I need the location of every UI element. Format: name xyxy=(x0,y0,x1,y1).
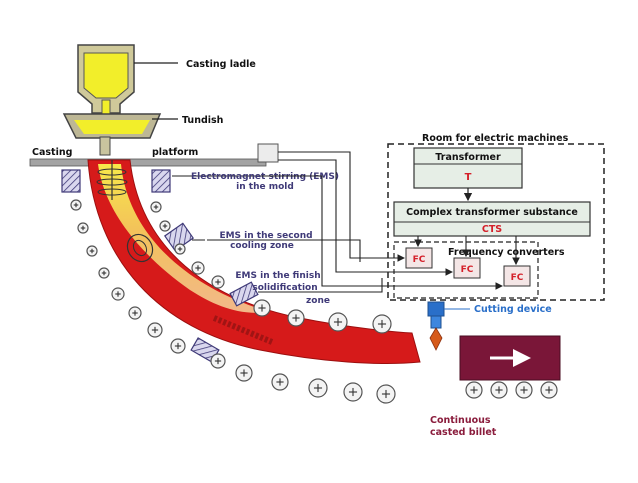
roller-plus-icon xyxy=(376,384,396,404)
roller-plus-icon xyxy=(147,322,163,338)
ems-finish-label-line1: EMS in the finish xyxy=(235,271,320,281)
room-label: Room for electric machines xyxy=(422,133,569,144)
frequency-converters-label: Frequency converters xyxy=(448,247,565,258)
fc-box-2 xyxy=(453,257,481,279)
roller-plus-icon xyxy=(308,378,328,398)
casting-label: Casting xyxy=(32,147,72,158)
ems-coil-icon xyxy=(61,169,171,193)
transformer-label: Transformer xyxy=(435,152,501,163)
control-wiring xyxy=(207,151,504,293)
ems-coil-icon xyxy=(229,281,259,307)
roller-plus-icon xyxy=(372,314,392,334)
roller-plus-icon xyxy=(98,267,110,279)
cts-box xyxy=(393,201,591,237)
tundish xyxy=(62,113,162,156)
roller-plus-icon xyxy=(235,364,253,382)
roller-array xyxy=(70,199,396,404)
roller-plus-icon xyxy=(490,381,508,399)
roller-plus-icon xyxy=(150,201,162,213)
roller-plus-icon xyxy=(515,381,533,399)
platform-junction-box xyxy=(257,143,279,163)
fc-box-1 xyxy=(405,247,433,269)
billet-label-line2: casted billet xyxy=(430,427,497,438)
roller-plus-icon xyxy=(191,261,205,275)
cts-title: Complex transformer substance xyxy=(406,207,578,218)
steel-strand xyxy=(87,159,421,364)
ems-finish-label-line3: zone xyxy=(306,296,330,306)
roller-plus-icon xyxy=(465,381,483,399)
roller-plus-icon xyxy=(128,306,142,320)
roller-plus-icon xyxy=(253,299,271,317)
casting-ladle xyxy=(77,44,135,115)
billet-roller-array xyxy=(465,381,558,399)
ems-second-label-line1: EMS in the second xyxy=(219,231,312,241)
roller-plus-icon xyxy=(328,312,348,332)
roller-plus-icon xyxy=(174,243,186,255)
electric-machines-room xyxy=(387,143,605,301)
roller-plus-icon xyxy=(111,287,125,301)
billet-label-line1: Continuous xyxy=(430,415,491,426)
cutting-device xyxy=(427,301,445,351)
roller-plus-icon xyxy=(159,220,171,232)
platform-label: platform xyxy=(152,147,198,158)
ems-mold-label-line1: Electromagnet stirring (EMS) xyxy=(191,172,339,182)
fc-label-2: FC xyxy=(461,265,474,275)
secondary-stirring-swirl xyxy=(126,233,154,263)
roller-plus-icon xyxy=(77,222,89,234)
roller-plus-icon xyxy=(343,382,363,402)
tundish-label: Tundish xyxy=(182,115,224,126)
ems-second-label-line2: cooling zone xyxy=(230,241,294,251)
transformer-symbol: T xyxy=(465,172,472,183)
roller-plus-icon xyxy=(86,245,98,257)
ems-finish-label-line2: solidification xyxy=(252,283,317,293)
cts-symbol: CTS xyxy=(482,224,502,235)
casting-ladle-label: Casting ladle xyxy=(186,59,256,70)
mold-stirring-swirl xyxy=(96,160,128,200)
transformer-box xyxy=(413,147,523,189)
roller-plus-icon xyxy=(170,338,186,354)
solidification-marks xyxy=(212,315,274,345)
cutting-device-label: Cutting device xyxy=(474,304,552,315)
fc-box-3 xyxy=(503,265,531,287)
roller-plus-icon xyxy=(211,275,225,289)
fc-label-3: FC xyxy=(511,273,524,283)
roller-plus-icon xyxy=(540,381,558,399)
ems-mold-label-line2: in the mold xyxy=(236,182,294,192)
roller-plus-icon xyxy=(287,309,305,327)
roller-plus-icon xyxy=(210,353,226,369)
fc-label-1: FC xyxy=(413,255,426,265)
roller-plus-icon xyxy=(70,199,82,211)
casting-platform xyxy=(29,158,267,167)
roller-plus-icon xyxy=(271,373,289,391)
ems-coil-icon xyxy=(163,222,195,252)
